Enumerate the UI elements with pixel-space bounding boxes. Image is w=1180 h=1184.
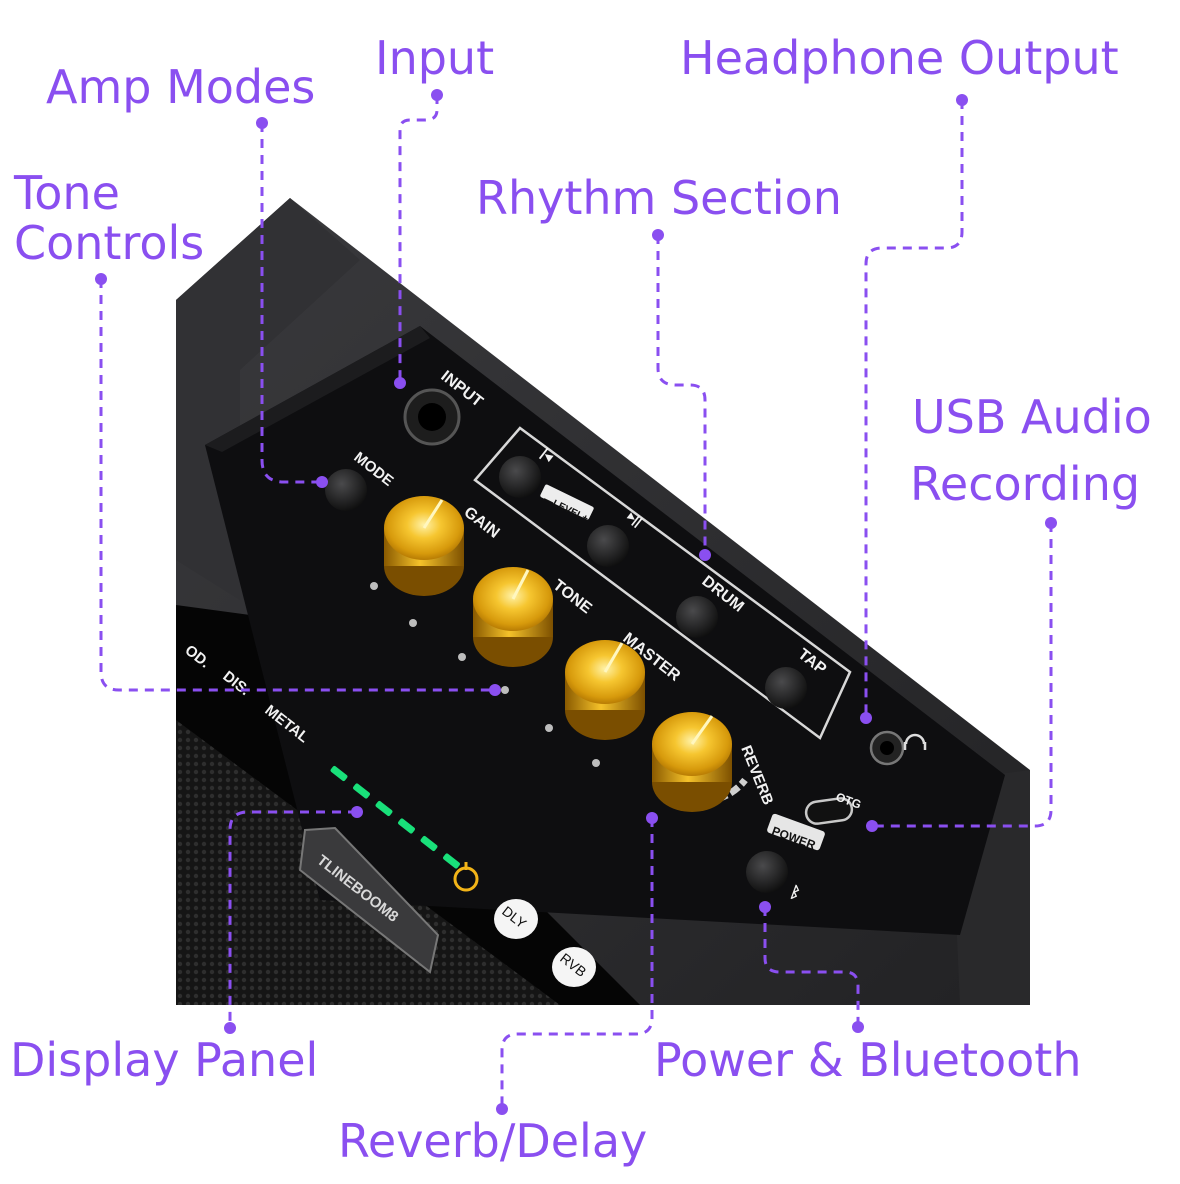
drum-button[interactable]: [676, 596, 718, 638]
headphone-output-label: Headphone Output: [680, 31, 1119, 85]
led-segment: [353, 783, 370, 799]
led-meter: [330, 766, 460, 869]
reverb-delay-label: Reverb/Delay: [338, 1114, 648, 1168]
rhythm-outline: [473, 426, 852, 740]
prev-button[interactable]: [499, 456, 541, 498]
input-leader: [398, 95, 439, 383]
leader-lines: [95, 89, 1057, 1115]
tone-controls-label-line2: Controls: [14, 216, 205, 270]
power-bluetooth-label: Power & Bluetooth: [654, 1033, 1082, 1087]
power-leader: [763, 907, 860, 1027]
power-label-box: [767, 813, 825, 851]
level-label-box: [540, 484, 594, 520]
display-panel-label: Display Panel: [10, 1033, 319, 1087]
usb-c-port[interactable]: [804, 797, 854, 825]
headphone-leader: [864, 100, 964, 718]
tone-controls-leader: [99, 279, 495, 692]
usb-recording-label-line1: USB Audio: [912, 390, 1152, 444]
indicator-dots: [370, 582, 600, 767]
play-pause-icon: ▸||: [624, 508, 645, 529]
led-segment: [443, 853, 460, 869]
headphone-icon: [903, 733, 927, 750]
play-button[interactable]: [587, 525, 629, 567]
usb-recording-label-line2: Recording: [910, 457, 1141, 511]
mode-button[interactable]: [325, 469, 367, 511]
tap-button[interactable]: [765, 667, 807, 709]
amp-modes-label: Amp Modes: [46, 60, 316, 114]
reverb-knob[interactable]: [652, 712, 748, 812]
dly-indicator: DLY: [494, 899, 538, 939]
amp-modes-leader: [260, 123, 322, 484]
power-button[interactable]: [746, 851, 788, 893]
headphone-jack[interactable]: [869, 730, 905, 766]
tuner-icon: [453, 862, 479, 892]
tone-controls-label-line1: Tone: [14, 166, 120, 220]
input-jack[interactable]: [403, 388, 461, 446]
master-knob[interactable]: [565, 640, 645, 740]
rhythm-leader: [656, 235, 707, 555]
led-segment: [398, 818, 415, 834]
led-segment: [375, 801, 393, 816]
rhythm-section-label: Rhythm Section: [476, 171, 842, 225]
input-callout-label: Input: [375, 31, 495, 85]
tone-knob[interactable]: [473, 567, 553, 667]
usb-leader: [872, 523, 1053, 828]
gain-knob[interactable]: [384, 496, 464, 596]
led-segment: [420, 836, 438, 851]
control-panel: [205, 326, 1005, 935]
rvb-indicator: RVB: [552, 947, 596, 987]
led-segment: [330, 766, 348, 781]
